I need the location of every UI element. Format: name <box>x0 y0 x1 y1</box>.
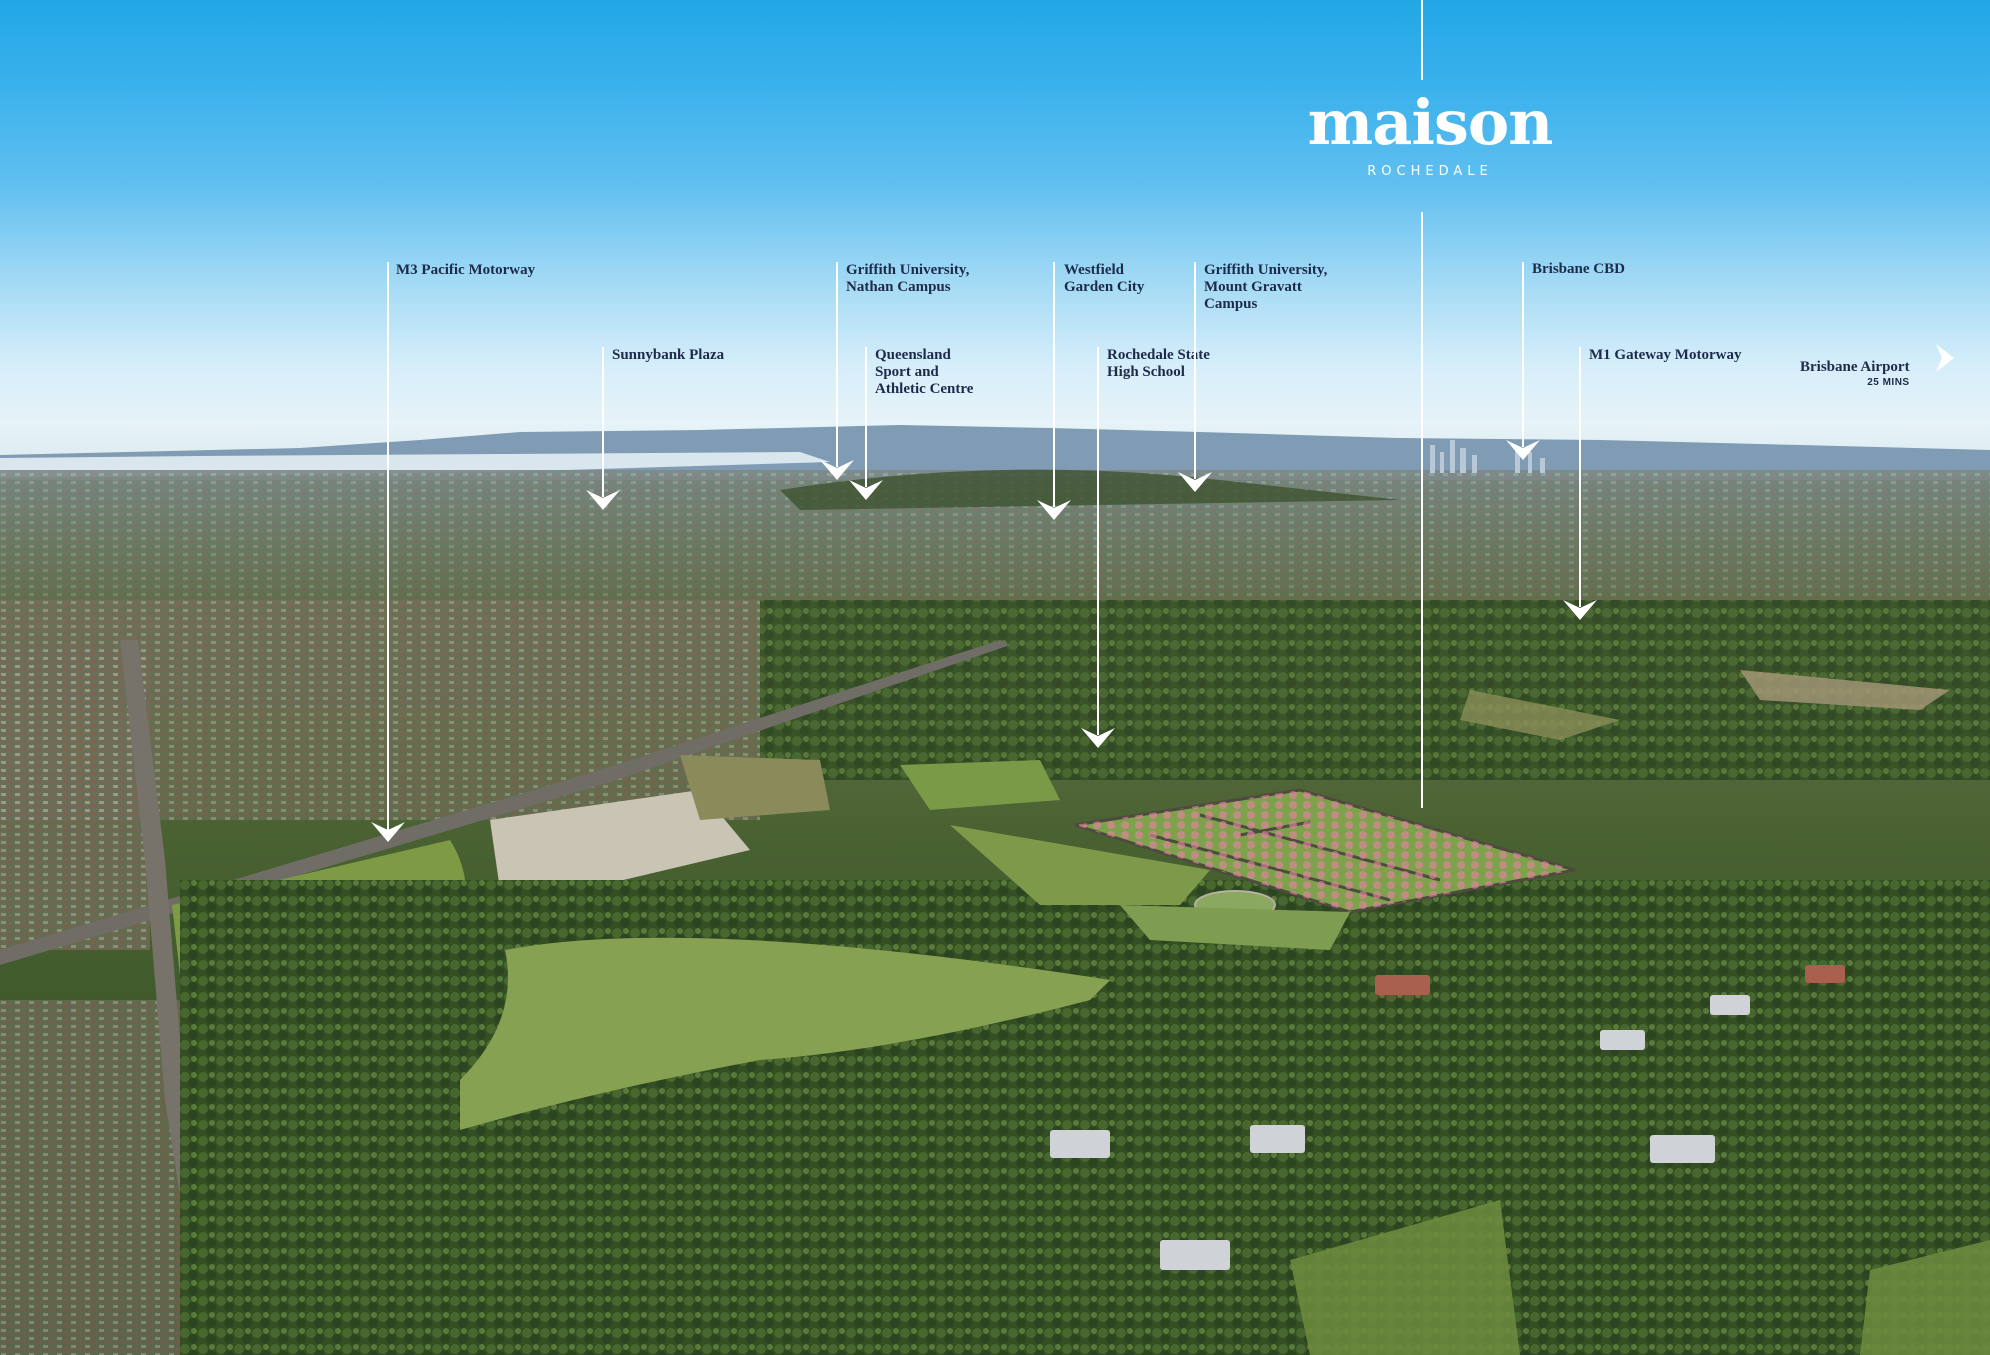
brand-suburb: ROCHEDALE <box>1367 164 1493 179</box>
arrow-down-icon <box>849 480 883 500</box>
brand-wordmark: maison <box>1307 86 1554 159</box>
callout-line <box>387 262 389 830</box>
callout-label: M1 Gateway Motorway <box>1589 347 1742 363</box>
callout-brisbane-airport: Brisbane Airport 25 MINS <box>1800 342 1910 407</box>
callout-label: Brisbane CBD <box>1532 261 1625 277</box>
arrow-down-icon <box>1081 728 1115 748</box>
callout-line <box>1097 347 1099 735</box>
arrow-down-icon <box>1506 440 1540 460</box>
airport-label: Brisbane Airport <box>1800 359 1910 375</box>
callout-label: Queensland Sport and Athletic Centre <box>875 347 974 397</box>
callout-label: M3 Pacific Motorway <box>396 262 536 278</box>
arrow-down-icon <box>586 490 620 510</box>
arrow-down-icon <box>1037 500 1071 520</box>
callout-line <box>836 262 838 467</box>
site-marker-line-top <box>1421 0 1423 80</box>
callout-line <box>1522 262 1524 447</box>
callout-label: Rochedale State High School <box>1107 347 1210 380</box>
arrow-down-icon <box>371 822 405 842</box>
chevron-right-icon <box>1936 344 1954 372</box>
development-site <box>1074 788 1576 950</box>
brand-logo: maison ROCHEDALE <box>1300 86 1560 180</box>
callout-line <box>1053 262 1055 507</box>
callout-line <box>1194 262 1196 479</box>
arrow-down-icon <box>1178 472 1212 492</box>
callout-line <box>602 347 604 497</box>
callout-line <box>865 347 867 487</box>
airport-travel-time: 25 MINS <box>1867 377 1910 388</box>
arrow-down-icon <box>820 460 854 480</box>
arrow-down-icon <box>1563 600 1597 620</box>
callout-label: Griffith University, Mount Gravatt Campu… <box>1204 262 1328 312</box>
callout-label: Westfield Garden City <box>1064 262 1145 295</box>
callout-label: Sunnybank Plaza <box>612 347 725 363</box>
sky <box>0 0 1990 470</box>
site-marker-line-bottom <box>1421 212 1423 808</box>
callout-line <box>1579 347 1581 607</box>
callout-label: Griffith University, Nathan Campus <box>846 262 970 295</box>
